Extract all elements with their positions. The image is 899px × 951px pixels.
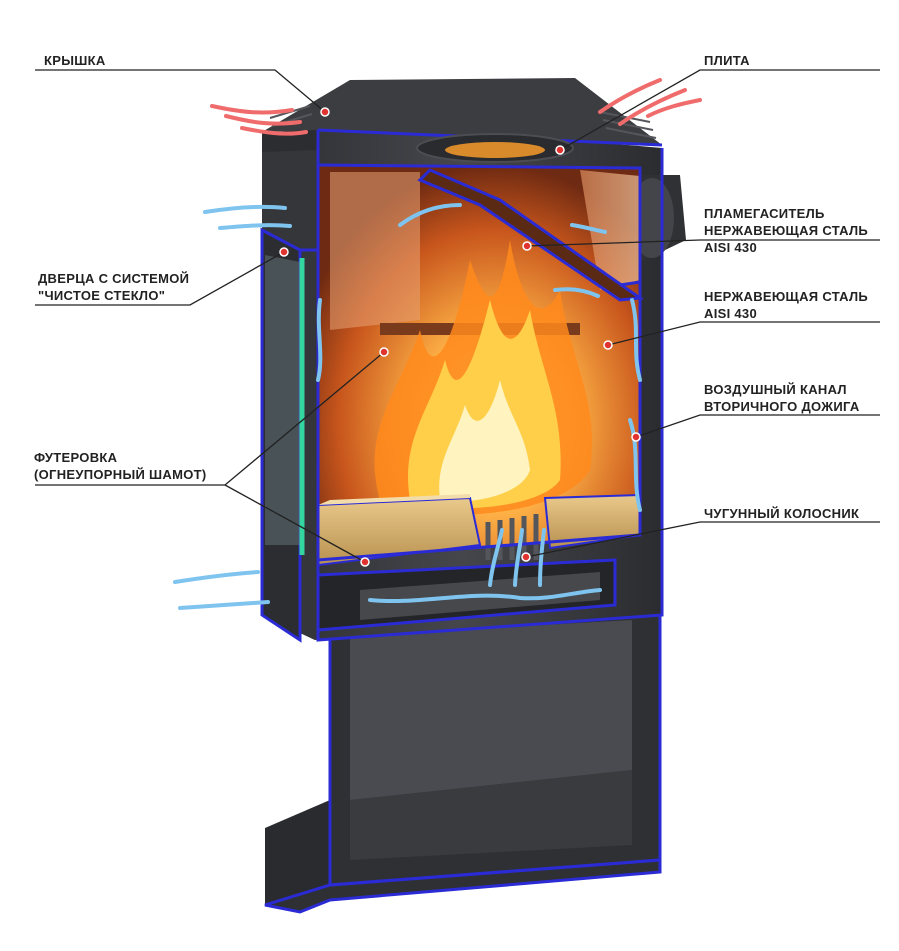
label-grate-line: ЧУГУННЫЙ КОЛОСНИК [704, 506, 860, 521]
label-flame-damper: ПЛАМЕГАСИТЕЛЬ НЕРЖАВЕЮЩАЯ СТАЛЬ AISI 430 [704, 205, 868, 256]
cooking-plate [416, 133, 574, 163]
callout-markers [279, 107, 641, 567]
label-lining-line-1: ФУТЕРОВКА [34, 450, 118, 465]
label-air-channel-line-2: ВТОРИЧНОГО ДОЖИГА [704, 399, 860, 414]
label-lid: КРЫШКА [44, 52, 106, 69]
label-flame-damper-line-3: AISI 430 [704, 240, 757, 255]
label-door-line-2: "ЧИСТОЕ СТЕКЛО" [38, 288, 166, 303]
label-lid-line: КРЫШКА [44, 53, 106, 68]
cold-air-arrows [173, 203, 642, 610]
door [260, 227, 305, 643]
label-door-line-1: ДВЕРЦА С СИСТЕМОЙ [38, 271, 190, 286]
label-steel-line-2: AISI 430 [704, 306, 757, 321]
section-outline [300, 130, 664, 642]
label-plate-line: ПЛИТА [704, 53, 750, 68]
leader-lines [35, 69, 880, 563]
label-steel-line-1: НЕРЖАВЕЮЩАЯ СТАЛЬ [704, 289, 869, 304]
label-grate: ЧУГУННЫЙ КОЛОСНИК [704, 505, 859, 522]
pedestal [264, 612, 662, 914]
label-steel: НЕРЖАВЕЮЩАЯ СТАЛЬ AISI 430 [704, 288, 868, 322]
hot-air-arrows [210, 78, 702, 136]
firebricks [317, 493, 641, 567]
label-door: ДВЕРЦА С СИСТЕМОЙ "ЧИСТОЕ СТЕКЛО" [38, 270, 189, 304]
label-air-channel: ВОЗДУШНЫЙ КАНАЛ ВТОРИЧНОГО ДОЖИГА [704, 381, 860, 415]
label-plate: ПЛИТА [704, 52, 750, 69]
label-lining-line-2: (ОГНЕУПОРНЫЙ ШАМОТ) [34, 467, 207, 482]
label-flame-damper-line-2: НЕРЖАВЕЮЩАЯ СТАЛЬ [704, 223, 869, 238]
flames [374, 240, 593, 515]
label-lining: ФУТЕРОВКА (ОГНЕУПОРНЫЙ ШАМОТ) [34, 449, 207, 483]
label-air-channel-line-1: ВОЗДУШНЫЙ КАНАЛ [704, 382, 847, 397]
label-flame-damper-line-1: ПЛАМЕГАСИТЕЛЬ [704, 206, 825, 221]
